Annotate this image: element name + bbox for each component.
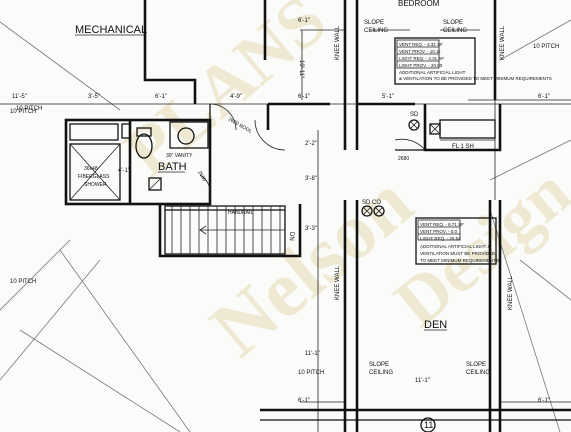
ceiling-note-4: CEILING bbox=[443, 28, 467, 34]
dim-o: 3'-3" bbox=[305, 226, 317, 232]
dim-r: 4'-1" bbox=[118, 168, 130, 174]
knee-wall-1: KNEE WALL bbox=[335, 25, 341, 60]
handrail-label: HANDRAIL bbox=[228, 210, 254, 216]
door-label-2: 2680 bbox=[398, 156, 409, 162]
labels: MECHANICAL BATH DEN 11'-5" 3'-5" 6'-1" 4… bbox=[10, 0, 559, 432]
box1-line-5: ADDITIONAL ARTIFICIAL LIGHT bbox=[399, 70, 466, 75]
dim-a: 11'-5" bbox=[12, 94, 27, 100]
dim-q: 10'-11" bbox=[298, 60, 304, 78]
knee-wall-2: KNEE WALL bbox=[335, 265, 341, 300]
ceiling-note-2: CEILING bbox=[364, 28, 388, 34]
ceiling-note-3: SLOPE bbox=[443, 20, 463, 26]
box2-line-3: LIGHT REQ. - 25.54 bbox=[420, 236, 461, 241]
box1-line-4: LIGHT PROV. - 20.00 bbox=[399, 63, 443, 68]
box2-line-5: VENTILATION MUST BE PROVIDED bbox=[420, 251, 496, 256]
room-label-mechanical: MECHANICAL bbox=[75, 24, 147, 36]
sd-label-2: SD CO bbox=[362, 200, 381, 206]
pitch-1: 10 PITCH bbox=[533, 44, 559, 50]
dim-m: 2'-2" bbox=[305, 141, 317, 147]
ceiling-note-5: SLOPE bbox=[369, 362, 389, 368]
roof-lines bbox=[0, 19, 571, 432]
dn-label: DN bbox=[288, 232, 294, 241]
bed-label: BEDROOM bbox=[398, 0, 440, 8]
smoke-detector-2 bbox=[361, 205, 385, 217]
shower-label-1: 36x48 bbox=[84, 166, 98, 172]
walls bbox=[143, 0, 571, 432]
box2-line-4: ADDITIONAL ARTIFICIAL LIGHT & bbox=[420, 244, 491, 249]
dim-j: 6'-1" bbox=[538, 398, 550, 404]
dim-e: 6'-1" bbox=[298, 94, 310, 100]
pitch-2: 10 PITCH bbox=[10, 279, 36, 285]
shower-label-2: FIBERGLASS bbox=[78, 174, 110, 180]
dim-b: 3'-5" bbox=[88, 94, 100, 100]
svg-text:Nelson: Nelson bbox=[195, 158, 429, 374]
room-label-bath: BATH bbox=[158, 161, 187, 173]
window-notes-box-1 bbox=[394, 37, 476, 85]
box1-line-3: LIGHT REQ. - 4.31 SF bbox=[399, 56, 444, 61]
dimension-lines bbox=[0, 10, 571, 432]
closet-shelf bbox=[429, 119, 496, 141]
room-number-badge: 11 bbox=[424, 420, 433, 430]
dim-n: 3'-8" bbox=[305, 176, 317, 182]
dim-d: 4'-9" bbox=[230, 94, 242, 100]
dim-f: 5'-1" bbox=[382, 94, 394, 100]
door-label-3: 2680 bbox=[196, 170, 207, 183]
doors bbox=[199, 103, 426, 196]
dim-c: 6'-1" bbox=[155, 94, 167, 100]
knee-wall-3: KNEE WALL bbox=[508, 275, 514, 310]
pitch-4: 10 PITCH bbox=[16, 106, 42, 112]
ceiling-note-6: CEILING bbox=[369, 370, 393, 376]
box2-line-1: VENT REQ. - 8.71 SF bbox=[420, 222, 464, 227]
box1-line-6: & VENTILATION TO BE PROVIDED TO MEET MIN… bbox=[399, 76, 552, 81]
knee-wall-4: KNEE WALL bbox=[500, 25, 506, 60]
box2-line-2: VENT PROV. - 0.0 bbox=[420, 229, 458, 234]
box1-line-1: VENT REQ. - 4.31 SF bbox=[399, 42, 443, 47]
smoke-detector-1 bbox=[408, 119, 420, 131]
box2-line-6: TO MEET MINIMUM REQUIREMENTS bbox=[420, 258, 499, 263]
ceiling-note-1: SLOPE bbox=[364, 20, 384, 26]
shelf-label: FL 1 SH bbox=[452, 144, 474, 150]
vanity-label: 30" VANITY bbox=[166, 153, 193, 159]
ceiling-note-8: CEILING bbox=[466, 370, 490, 376]
dim-h: 6'-1" bbox=[298, 18, 310, 24]
dim-p: 11'-1" bbox=[305, 351, 320, 357]
dim-k: 11'-1" bbox=[415, 378, 430, 384]
shower-label-3: SHOWER bbox=[84, 182, 107, 188]
window-notes-box-2 bbox=[415, 217, 497, 265]
pitch-3: 10 PITCH bbox=[298, 370, 324, 376]
dim-i: 6'-1" bbox=[298, 398, 310, 404]
sd-label-1: SD bbox=[410, 112, 419, 118]
bath-room bbox=[64, 118, 212, 206]
dim-l: 10 PITCH bbox=[10, 109, 36, 115]
box1-line-2: VENT PROV. - 10.11 bbox=[399, 49, 441, 54]
room-label-den: DEN bbox=[424, 319, 447, 331]
dim-g: 6'-1" bbox=[538, 94, 550, 100]
ceiling-note-7: SLOPE bbox=[466, 362, 486, 368]
stairs bbox=[158, 204, 302, 258]
